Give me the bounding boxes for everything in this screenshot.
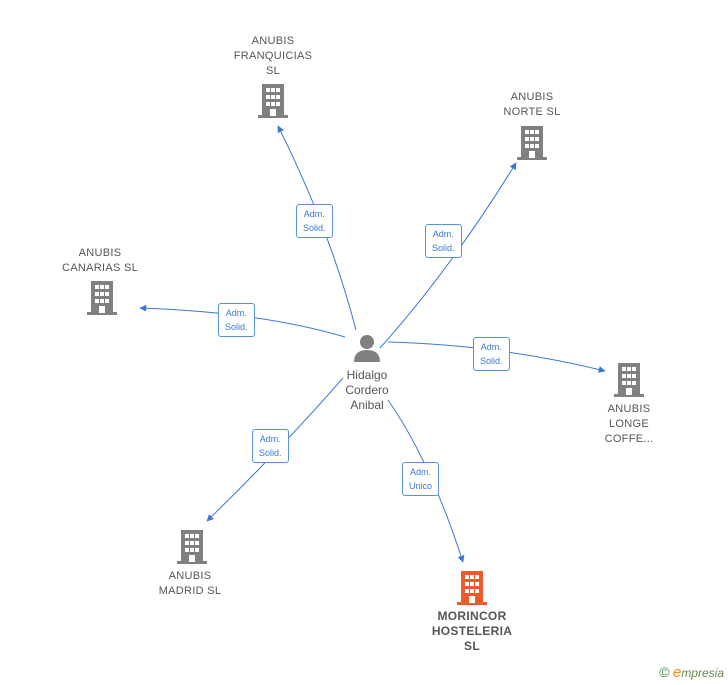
node-label-franquicias[interactable]: ANUBIS FRANQUICIAS SL [233,35,313,77]
building-icon[interactable] [177,530,207,564]
node-label-longe[interactable]: ANUBIS LONGE COFFE... [604,403,654,445]
person-icon[interactable] [352,333,382,363]
brand-initial: e [672,664,682,681]
building-icon[interactable] [517,126,547,160]
building-icon[interactable] [614,363,644,397]
node-label-madrid[interactable]: ANUBIS MADRID SL [158,570,222,597]
edge-norte [379,162,517,349]
edge-label-longe[interactable]: Adm. Solid. [473,337,510,371]
node-label-norte[interactable]: ANUBIS NORTE SL [503,91,561,118]
building-icon-highlight[interactable] [457,571,487,605]
edge-label-canarias[interactable]: Adm. Solid. [218,303,255,337]
node-label-canarias[interactable]: ANUBIS CANARIAS SL [61,247,139,274]
brand-name: empresia [672,664,724,681]
edge-label-madrid[interactable]: Adm. Solid. [252,429,289,463]
person-name[interactable]: Hidalgo Cordero Anibal [345,368,389,412]
building-icon[interactable] [87,281,117,315]
edge-label-norte[interactable]: Adm. Solid. [425,224,462,258]
building-icon[interactable] [258,84,288,118]
footer-brand: © empresia [659,664,724,681]
brand-rest: mpresia [681,666,724,680]
copyright-icon: © [659,664,670,680]
node-label-morincor[interactable]: MORINCOR HOSTELERIA SL [431,609,513,653]
edge-label-franquicias[interactable]: Adm. Solid. [296,204,333,238]
edge-label-morincor[interactable]: Adm. Unico [402,462,440,496]
